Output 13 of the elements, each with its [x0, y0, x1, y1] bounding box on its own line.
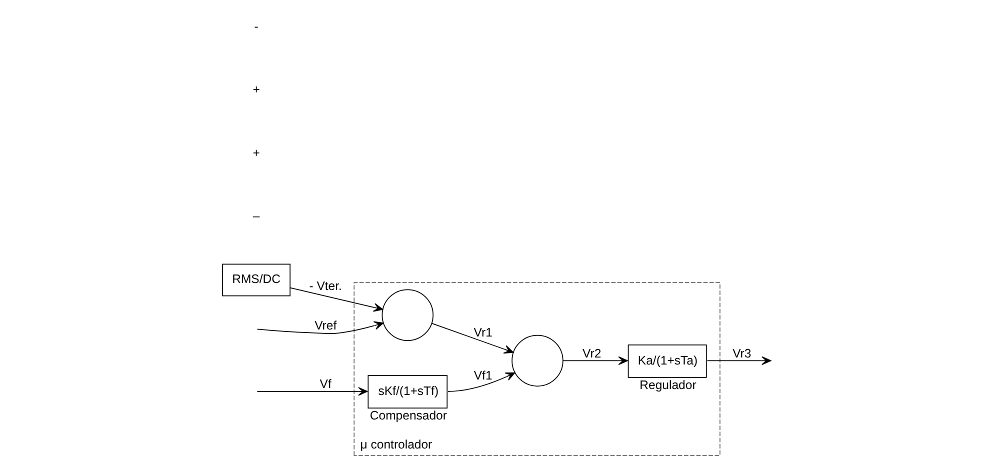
edge-label: Vf — [320, 377, 332, 392]
edge-label: Vref — [314, 318, 337, 332]
label: + — [252, 82, 260, 97]
node-label: Compensador — [370, 408, 447, 423]
edge-label: Vr1 — [474, 325, 492, 340]
edge-label: Vr2 — [582, 346, 602, 360]
label: - — [254, 20, 258, 34]
edge-label: Vr3 — [732, 346, 752, 360]
node-label: Regulador — [640, 378, 696, 392]
edge-label: - Vter. — [309, 278, 342, 293]
label: – — [252, 209, 260, 224]
label: + — [252, 146, 260, 160]
edge-label: Vf1 — [474, 368, 492, 382]
